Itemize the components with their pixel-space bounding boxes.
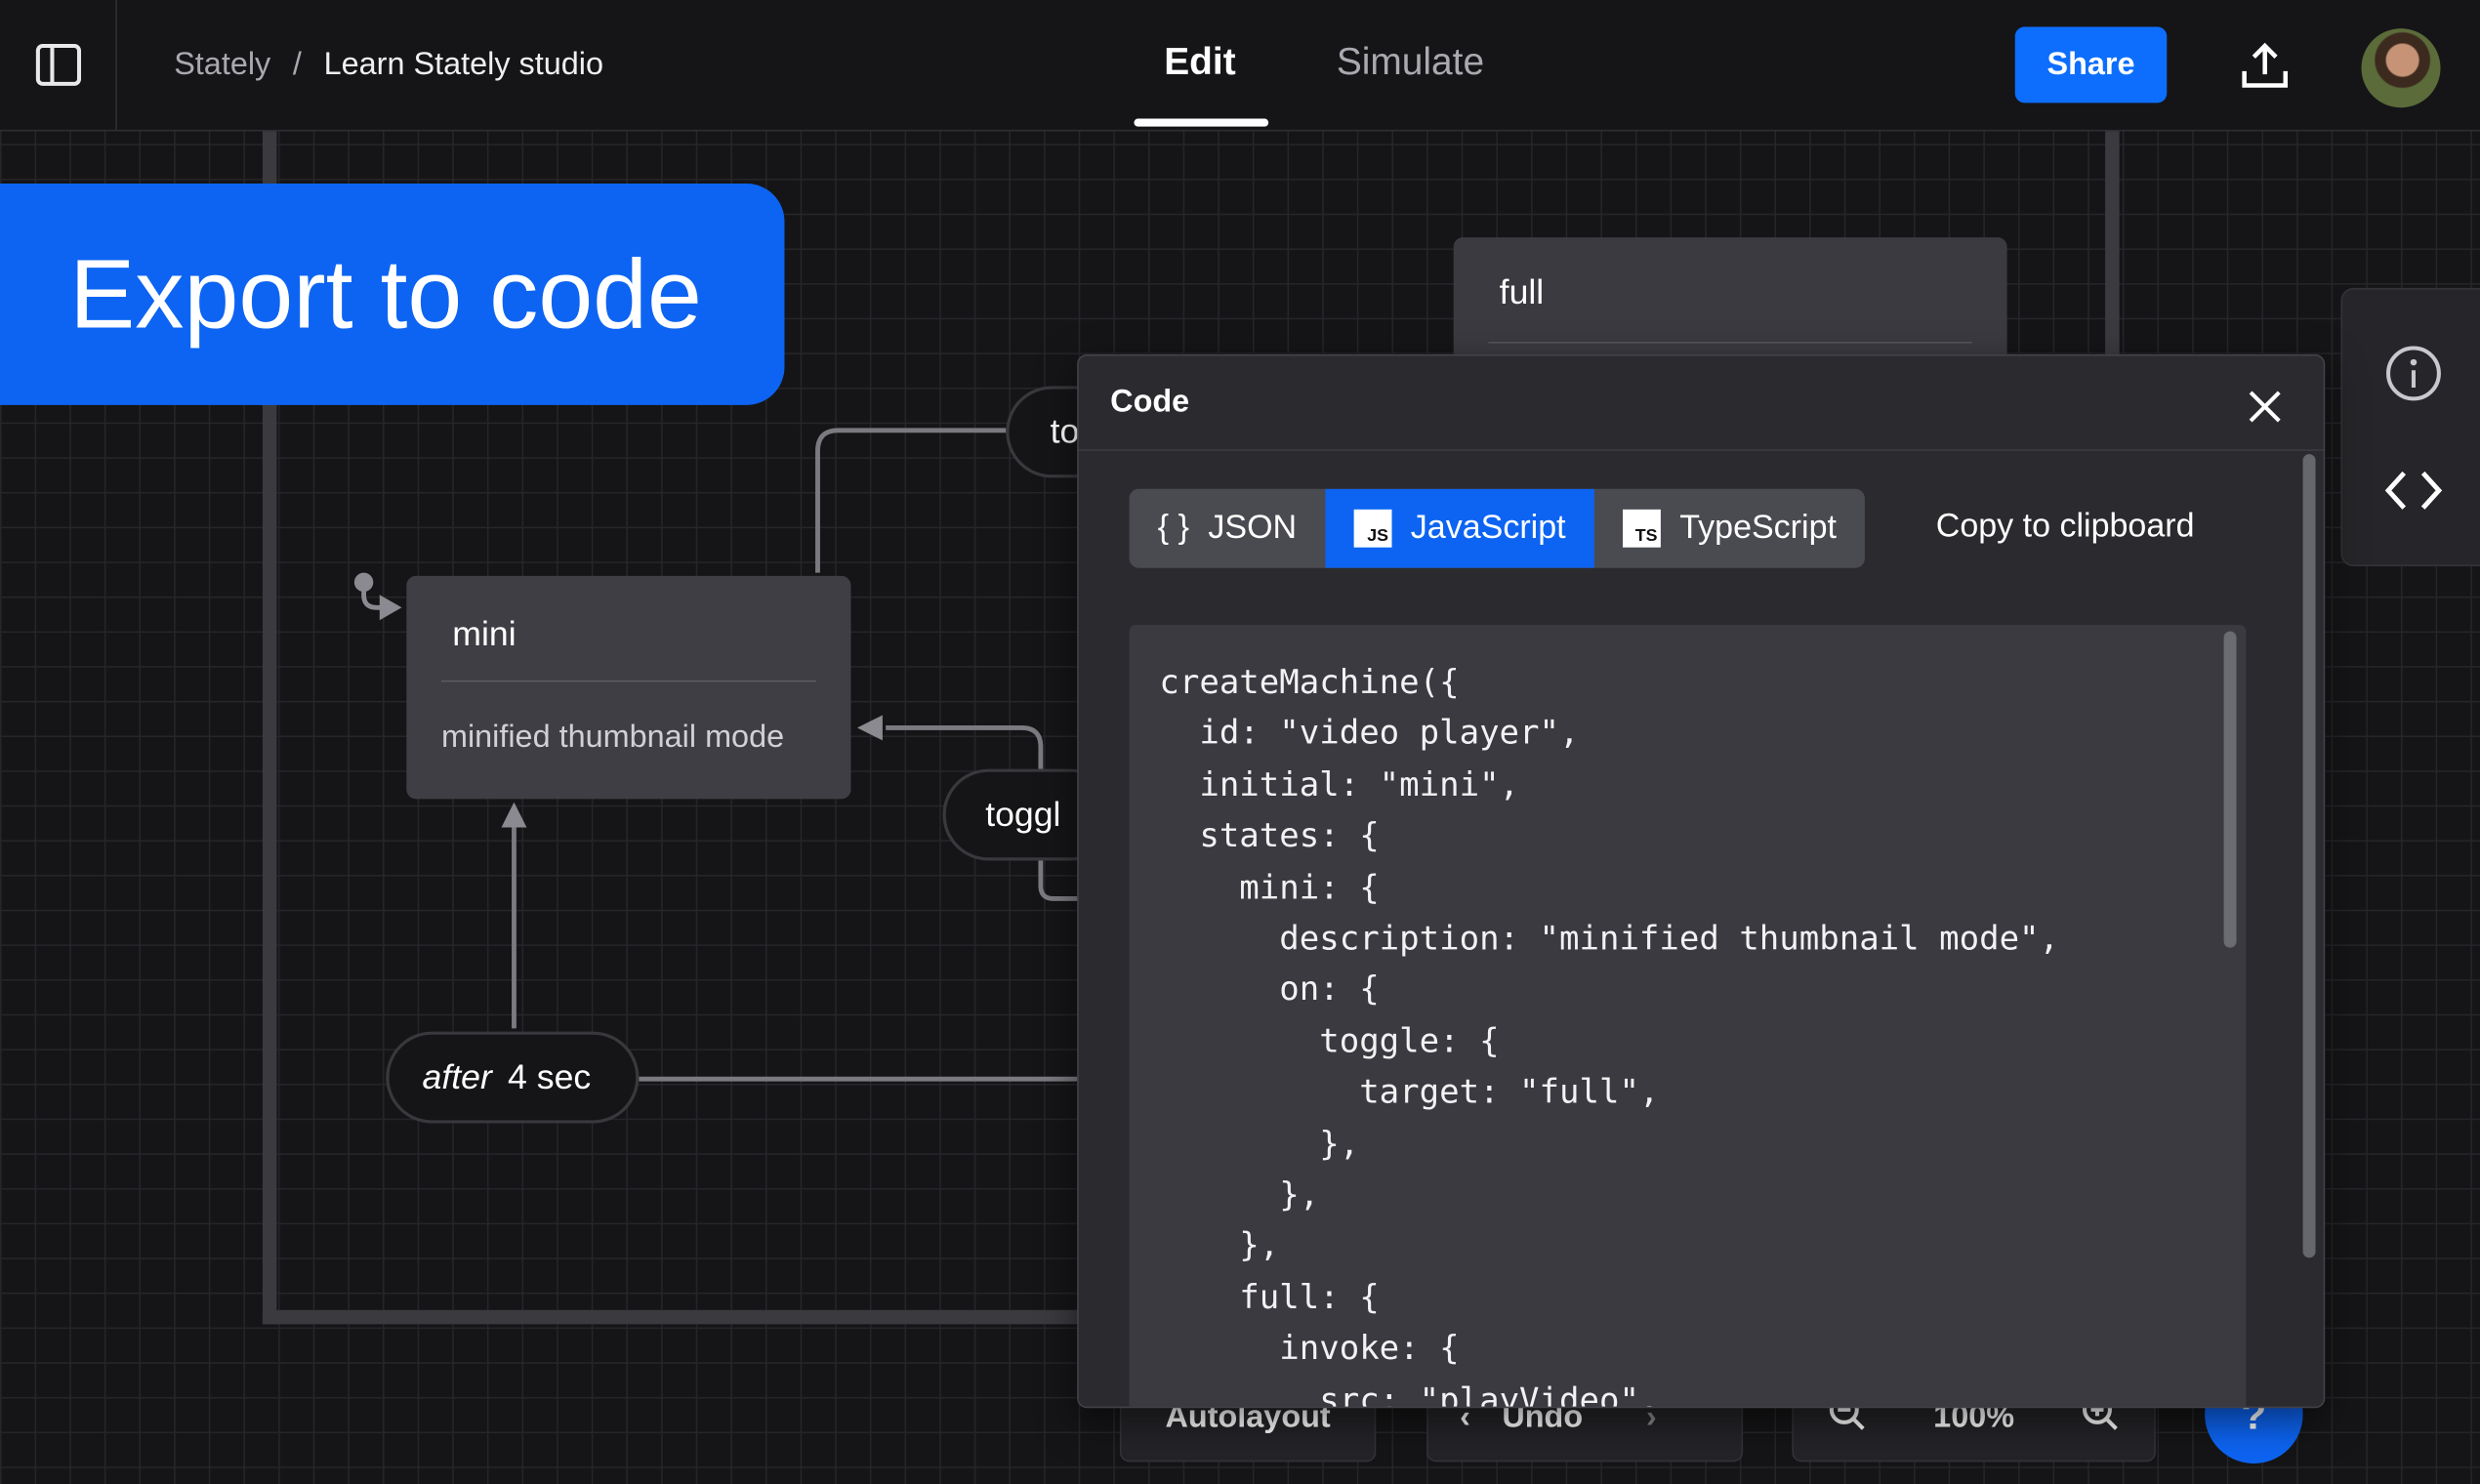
share-button[interactable]: Share <box>2014 26 2168 103</box>
format-switcher: { } JSON JS JavaScript TS TypeScript <box>1129 488 1866 568</box>
active-tab-indicator <box>1134 118 1269 127</box>
tab-edit[interactable]: Edit <box>1164 41 1236 84</box>
code-panel-button[interactable] <box>2377 454 2451 527</box>
chevron-left-icon[interactable]: ‹ <box>1460 1399 1470 1434</box>
sidebar-panel-icon <box>35 43 81 86</box>
tab-simulate[interactable]: Simulate <box>1336 41 1485 84</box>
code-scrollbar[interactable] <box>2223 631 2237 948</box>
dialog-header: Code <box>1078 356 2324 451</box>
banner-text: Export to code <box>69 239 702 350</box>
after-keyword: after <box>422 1056 492 1097</box>
info-button[interactable] <box>2377 337 2451 410</box>
divider <box>440 680 816 682</box>
dialog-scrollbar[interactable] <box>2302 454 2316 1258</box>
right-panel-rail <box>2340 287 2480 567</box>
format-label: TypeScript <box>1679 509 1837 547</box>
breadcrumb: Stately / Learn Stately studio <box>174 48 603 84</box>
braces-icon: { } <box>1157 509 1189 547</box>
export-to-code-banner: Export to code <box>0 183 785 405</box>
ts-icon: TS <box>1622 509 1661 548</box>
info-icon <box>2386 346 2441 401</box>
js-icon: JS <box>1353 509 1392 548</box>
top-bar: Stately / Learn Stately studio Edit Simu… <box>0 0 2480 132</box>
format-typescript-tab[interactable]: TS TypeScript <box>1594 489 1865 568</box>
event-label: to <box>1050 411 1080 451</box>
sidebar-toggle-button[interactable] <box>0 0 117 130</box>
export-button[interactable] <box>2233 35 2296 99</box>
chevron-right-icon[interactable]: › <box>1645 1399 1657 1434</box>
state-name: full <box>1499 271 1545 312</box>
state-name: mini <box>452 613 517 654</box>
code-content: createMachine({ id: "video player", init… <box>1159 662 2060 1409</box>
state-description: minified thumbnail mode <box>440 720 785 755</box>
breadcrumb-root[interactable]: Stately <box>174 47 271 83</box>
close-icon <box>2249 391 2281 423</box>
after-delay-value: 4 sec <box>508 1056 592 1097</box>
event-after-delay[interactable]: after 4 sec <box>386 1031 640 1124</box>
avatar[interactable] <box>2361 28 2441 108</box>
state-node-mini[interactable]: mini minified thumbnail mode <box>406 575 851 800</box>
format-label: JavaScript <box>1410 509 1566 547</box>
code-viewer[interactable]: createMachine({ id: "video player", init… <box>1129 625 2247 1409</box>
upload-icon <box>2242 42 2289 88</box>
code-brackets-icon <box>2384 471 2443 510</box>
breadcrumb-separator: / <box>292 47 302 83</box>
divider <box>1488 342 1973 344</box>
copy-to-clipboard-button[interactable]: Copy to clipboard <box>1935 508 2195 545</box>
format-javascript-tab[interactable]: JS JavaScript <box>1325 488 1594 568</box>
close-button[interactable] <box>2243 385 2287 429</box>
format-json-tab[interactable]: { } JSON <box>1130 489 1326 568</box>
format-label: JSON <box>1208 509 1298 547</box>
project-title[interactable]: Learn Stately studio <box>323 47 603 83</box>
code-dialog: Code { } JSON JS JavaScript TS TypeScrip… <box>1077 353 2326 1409</box>
event-label: toggl <box>985 794 1061 835</box>
dialog-title: Code <box>1110 384 1190 420</box>
